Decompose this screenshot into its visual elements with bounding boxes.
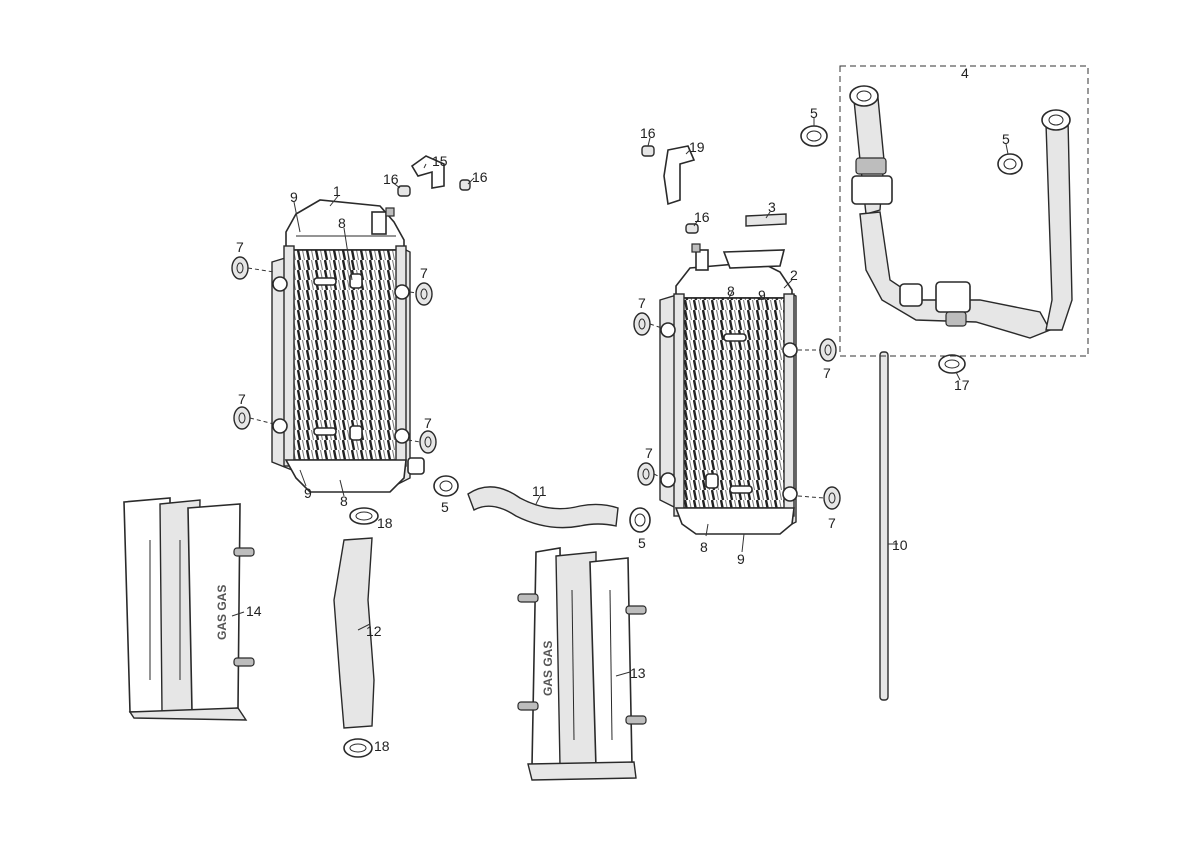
connecting-hose-11: [467, 486, 619, 529]
callout-1: 1: [333, 183, 341, 199]
callout-7: 7: [645, 445, 653, 461]
right-grommets: [633, 312, 841, 510]
left-guard-brand: GAS GAS: [215, 585, 229, 640]
callout-7: 7: [638, 295, 646, 311]
callout-7: 7: [420, 265, 428, 281]
left-filler-neck: [371, 211, 387, 235]
left-radiator-guard-14: GAS GAS: [123, 497, 255, 721]
bracket-part-3: [745, 213, 787, 227]
callout-7: 7: [823, 365, 831, 381]
callout-16: 16: [383, 171, 399, 187]
callout-8: 8: [338, 215, 346, 231]
callout-7: 7: [236, 239, 244, 255]
callout-10: 10: [892, 537, 908, 553]
callout-2: 2: [790, 267, 798, 283]
callout-14: 14: [246, 603, 262, 619]
hose-assembly-4: [849, 85, 1073, 339]
callout-18: 18: [377, 515, 393, 531]
elbow-hose-right: [663, 145, 696, 206]
callout-4: 4: [961, 65, 969, 81]
callout-18: 18: [374, 738, 390, 754]
callout-12: 12: [366, 623, 382, 639]
small-clamp: [397, 185, 411, 197]
leader-lines: [231, 118, 1009, 677]
callout-9: 9: [737, 551, 745, 567]
callout-17: 17: [954, 377, 970, 393]
callout-3: 3: [768, 199, 776, 215]
callout-16: 16: [472, 169, 488, 185]
callout-8: 8: [727, 283, 735, 299]
callout-5: 5: [810, 105, 818, 121]
callout-9: 9: [758, 287, 766, 303]
small-clamp: [641, 145, 655, 157]
lower-hose-12: [333, 537, 375, 729]
left-radiator: [271, 199, 425, 493]
right-radiator-core: [679, 297, 789, 509]
small-elbow-hose: [410, 155, 445, 189]
callout-19: 19: [689, 139, 705, 155]
callout-7: 7: [424, 415, 432, 431]
callout-labels: 1 2 3 4 5 5 5 5 7 7 7 7 7 7 7 7 8 8 8 8 …: [236, 65, 1010, 754]
left-grommets: [231, 256, 437, 454]
hose-clamp-18: [349, 507, 379, 525]
callout-9: 9: [290, 189, 298, 205]
right-guard-brand: GAS GAS: [541, 641, 555, 696]
overflow-tube-10: [879, 351, 889, 701]
hose-assembly-box: [839, 65, 1089, 357]
small-clamp: [459, 179, 471, 191]
hose-clamp-18: [343, 738, 373, 758]
callout-13: 13: [630, 665, 646, 681]
hose-clamp: [800, 125, 828, 147]
hose-clamp-17: [938, 354, 966, 374]
callout-9: 9: [304, 485, 312, 501]
callout-15: 15: [432, 153, 448, 169]
hose-clamp: [997, 153, 1023, 175]
left-radiator-core: [289, 249, 401, 461]
callout-7: 7: [828, 515, 836, 531]
right-radiator-guard-13: GAS GAS: [517, 547, 647, 781]
callout-5: 5: [1002, 131, 1010, 147]
callout-8: 8: [340, 493, 348, 509]
right-filler-neck: [695, 249, 709, 271]
callout-8: 8: [700, 539, 708, 555]
callout-16: 16: [640, 125, 656, 141]
right-radiator: [659, 243, 798, 535]
callout-5: 5: [638, 535, 646, 551]
callout-5: 5: [441, 499, 449, 515]
hose-clamp: [433, 475, 459, 497]
callout-7: 7: [238, 391, 246, 407]
callout-11: 11: [532, 483, 547, 499]
small-clamp: [685, 223, 699, 234]
hose-clamp: [629, 507, 651, 533]
callout-16: 16: [694, 209, 710, 225]
left-outlet-spigot: [407, 457, 425, 475]
